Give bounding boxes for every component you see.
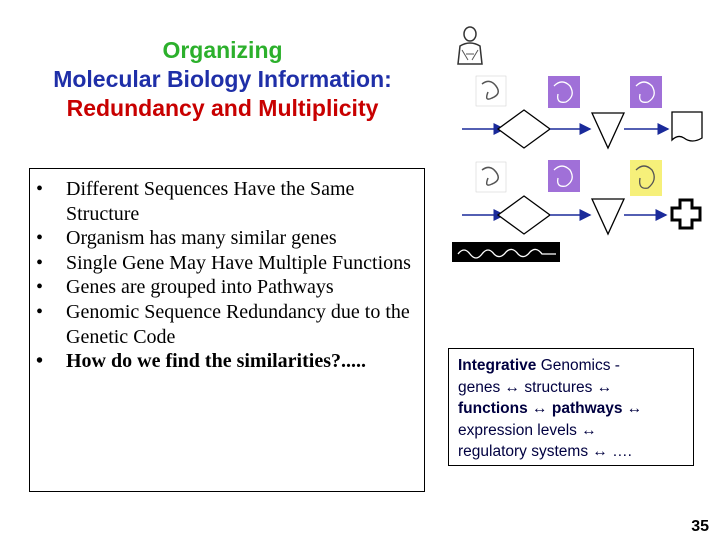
title-line-1: Organizing [162,37,283,63]
protein-structure-icon [630,160,662,196]
infobox-line-5: regulatory systems ↔ …. [458,443,632,460]
bullet-item: •How do we find the similarities?..... [36,350,366,373]
bullet-list: •Different Sequences Have the Same Struc… [36,177,424,374]
bullet-dot: • [36,300,44,323]
title-line-2: Molecular Biology Information: [53,66,392,92]
bullet-box: •Different Sequences Have the Same Struc… [29,168,425,492]
protein-structure-icon [548,160,580,192]
protein-structure-icon [548,76,580,108]
title-line-3: Redundancy and Multiplicity [66,95,379,121]
cross-icon [670,198,702,230]
infobox-line-4: expression levels ↔ [458,421,597,439]
bullet-dot: • [36,276,44,299]
bullet-item: •Single Gene May Have Multiple Functions [36,251,411,274]
bullet-dot: • [36,350,44,373]
bullet-item: •Organism has many similar genes [36,227,337,250]
protein-structure-icon [630,76,662,108]
integrative-genomics-box: Integrative Genomics - genes ↔ structure… [448,348,694,466]
genomics-diagram [452,26,703,262]
bullet-dot: • [36,251,44,274]
page-number: 35 [691,518,709,535]
bullet-dot: • [36,178,44,200]
bullet-item: •Genomic Sequence Redundancy due to the … [36,300,410,348]
human-figure-icon [457,26,483,65]
triangle-icon [590,112,626,150]
infobox-line-1: Integrative Genomics - [458,357,620,374]
bullet-item: •Genes are grouped into Pathways [36,276,334,299]
infobox-line-2: genes ↔ structures ↔ [458,378,613,396]
slide-title: Organizing Molecular Biology Information… [0,36,445,123]
protein-structure-icon [475,75,507,107]
bullet-item: •Different Sequences Have the Same Struc… [36,178,355,225]
diamond-icon [496,109,552,149]
document-icon [671,111,703,142]
protein-structure-icon [475,161,507,193]
bullet-dot: • [36,227,44,250]
diamond-icon [496,195,552,235]
infobox-line-3: functions ↔ pathways ↔ [458,400,643,417]
triangle-icon [590,198,626,236]
